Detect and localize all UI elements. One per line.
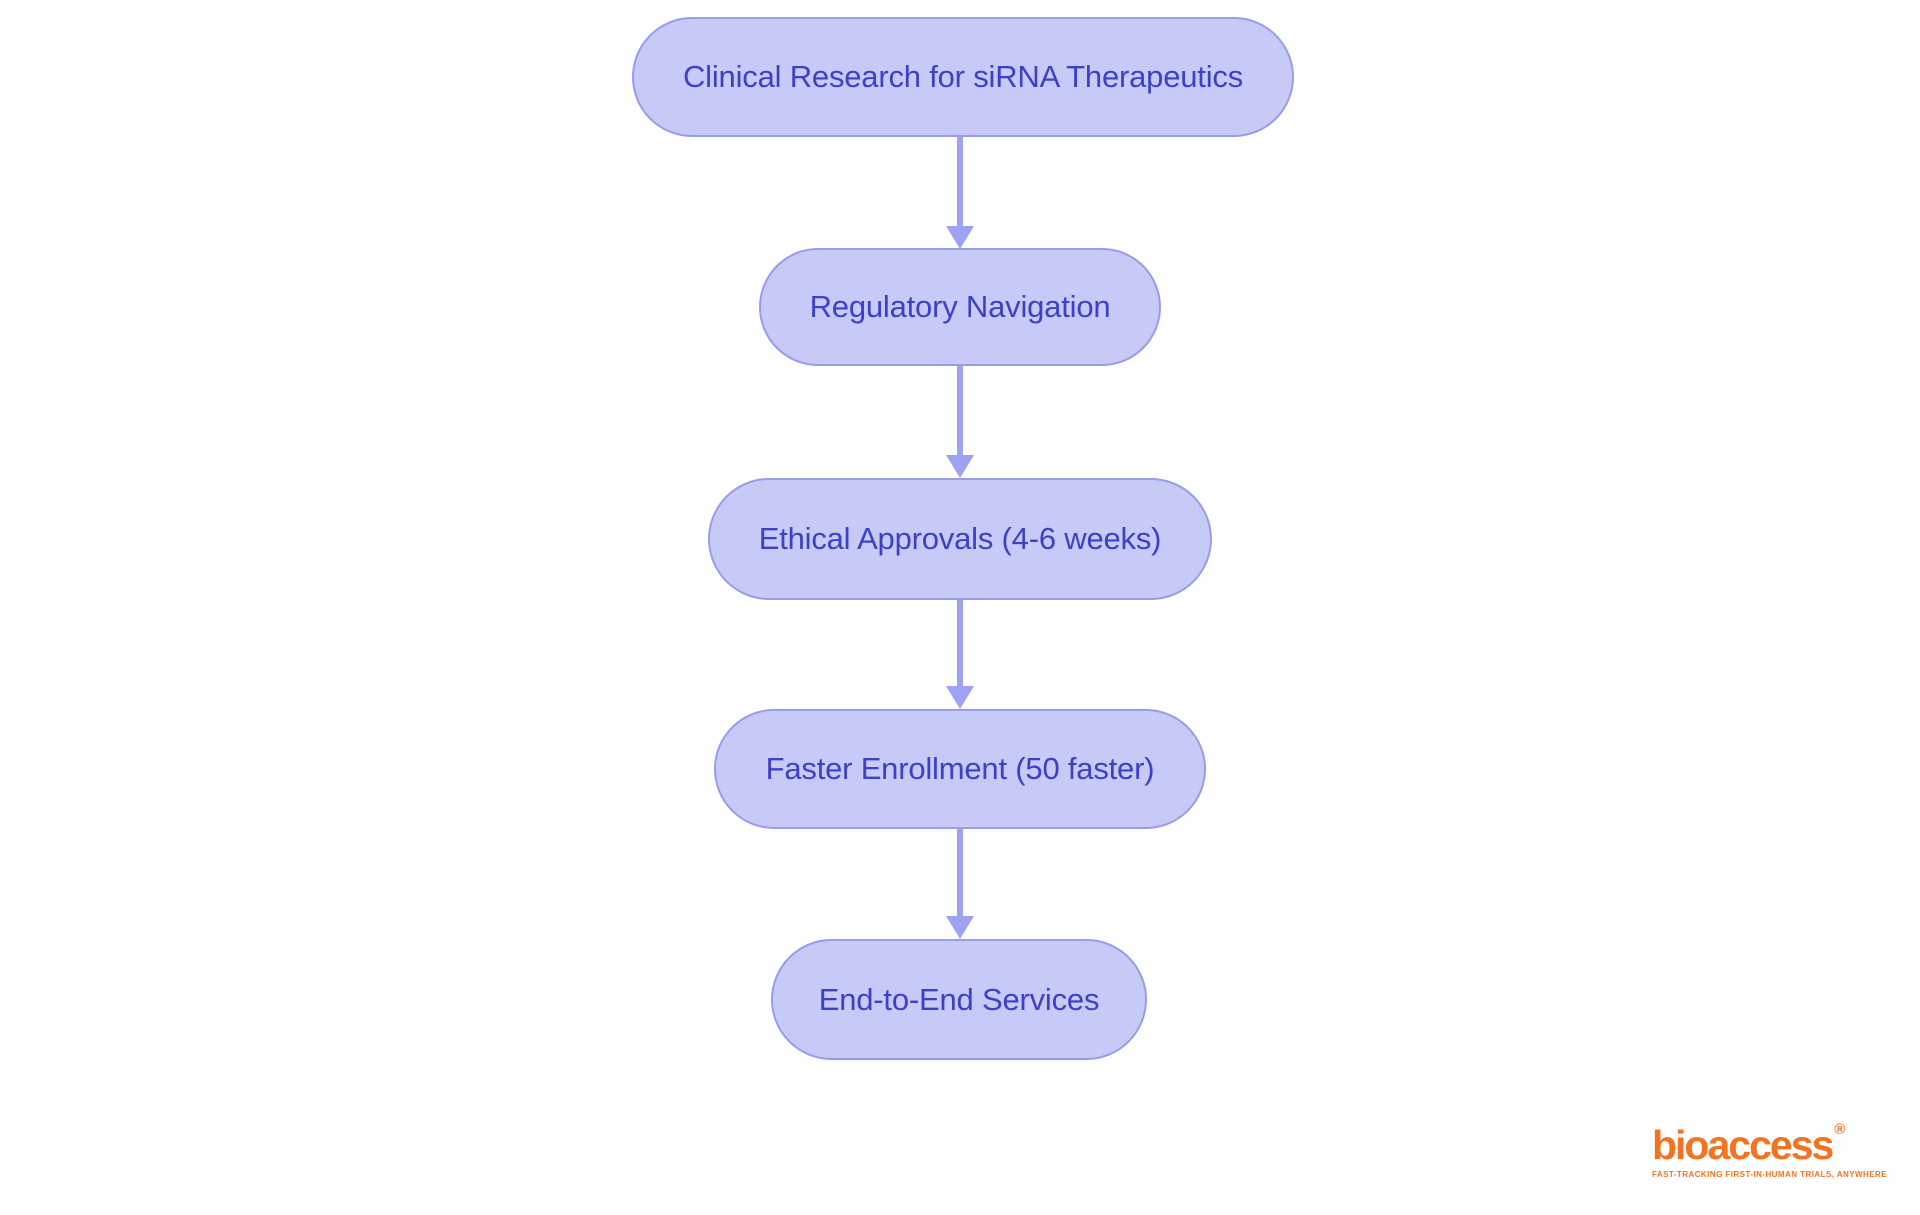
arrow-head-icon <box>946 226 974 249</box>
flow-node-clinical-research: Clinical Research for siRNA Therapeutics <box>632 17 1294 137</box>
registered-trademark-icon: ® <box>1834 1121 1846 1138</box>
bioaccess-logo: bioaccess® FAST-TRACKING FIRST-IN-HUMAN … <box>1652 1121 1888 1180</box>
flow-arrow <box>944 137 976 249</box>
flow-node-ethical-approvals: Ethical Approvals (4-6 weeks) <box>708 478 1212 600</box>
arrow-line <box>957 600 963 686</box>
logo-text: bioaccess <box>1652 1122 1834 1168</box>
flow-node-regulatory-navigation: Regulatory Navigation <box>759 248 1161 366</box>
arrow-head-icon <box>946 455 974 478</box>
flow-node-label: Ethical Approvals (4-6 weeks) <box>758 521 1162 556</box>
arrow-head-icon <box>946 686 974 709</box>
flow-node-label: End-to-End Services <box>818 981 1100 1017</box>
flow-node-label: Faster Enrollment (50 faster) <box>765 751 1155 786</box>
flow-arrow <box>944 600 976 709</box>
arrow-line <box>957 366 963 455</box>
bioaccess-wordmark: bioaccess® <box>1652 1121 1882 1168</box>
arrow-head-icon <box>946 916 974 939</box>
arrow-line <box>957 137 963 226</box>
flow-node-label: Clinical Research for siRNA Therapeutics <box>683 59 1243 94</box>
logo-tagline: FAST-TRACKING FIRST-IN-HUMAN TRIALS, ANY… <box>1652 1170 1888 1180</box>
flow-arrow <box>944 829 976 939</box>
flow-node-faster-enrollment: Faster Enrollment (50 faster) <box>714 709 1206 829</box>
flow-node-end-to-end-services: End-to-End Services <box>771 939 1147 1060</box>
arrow-line <box>957 829 963 916</box>
flow-arrow <box>944 366 976 478</box>
flow-node-label: Regulatory Navigation <box>809 289 1111 324</box>
